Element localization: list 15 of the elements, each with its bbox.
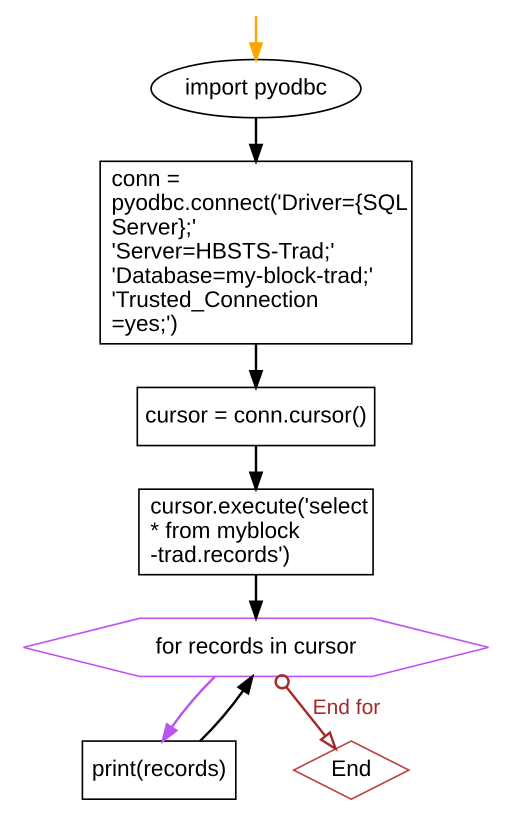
- arrow: [274, 674, 338, 752]
- arrow: [248, 575, 264, 622]
- node-diamond: End: [292, 740, 411, 800]
- arrow: [248, 16, 264, 64]
- arrow: [248, 344, 264, 392]
- arrow: [248, 446, 264, 493]
- node-box: cursor = conn.cursor(): [136, 386, 376, 446]
- arrow: [160, 676, 216, 744]
- edge-label: End for: [312, 696, 380, 720]
- node-ellipse: import pyodbc: [150, 58, 362, 119]
- node-box: conn = pyodbc.connect('Driver={SQL Server};' 'Server=HBSTS-Trad;' 'Database=my-block-trad;' 'Trusted_Connection =yes;'): [99, 160, 413, 345]
- arrow: [199, 674, 254, 742]
- node-box: cursor.execute('select * from myblock -trad.records'): [138, 488, 374, 576]
- node-box: print(records): [82, 740, 237, 800]
- arrow: [248, 118, 264, 165]
